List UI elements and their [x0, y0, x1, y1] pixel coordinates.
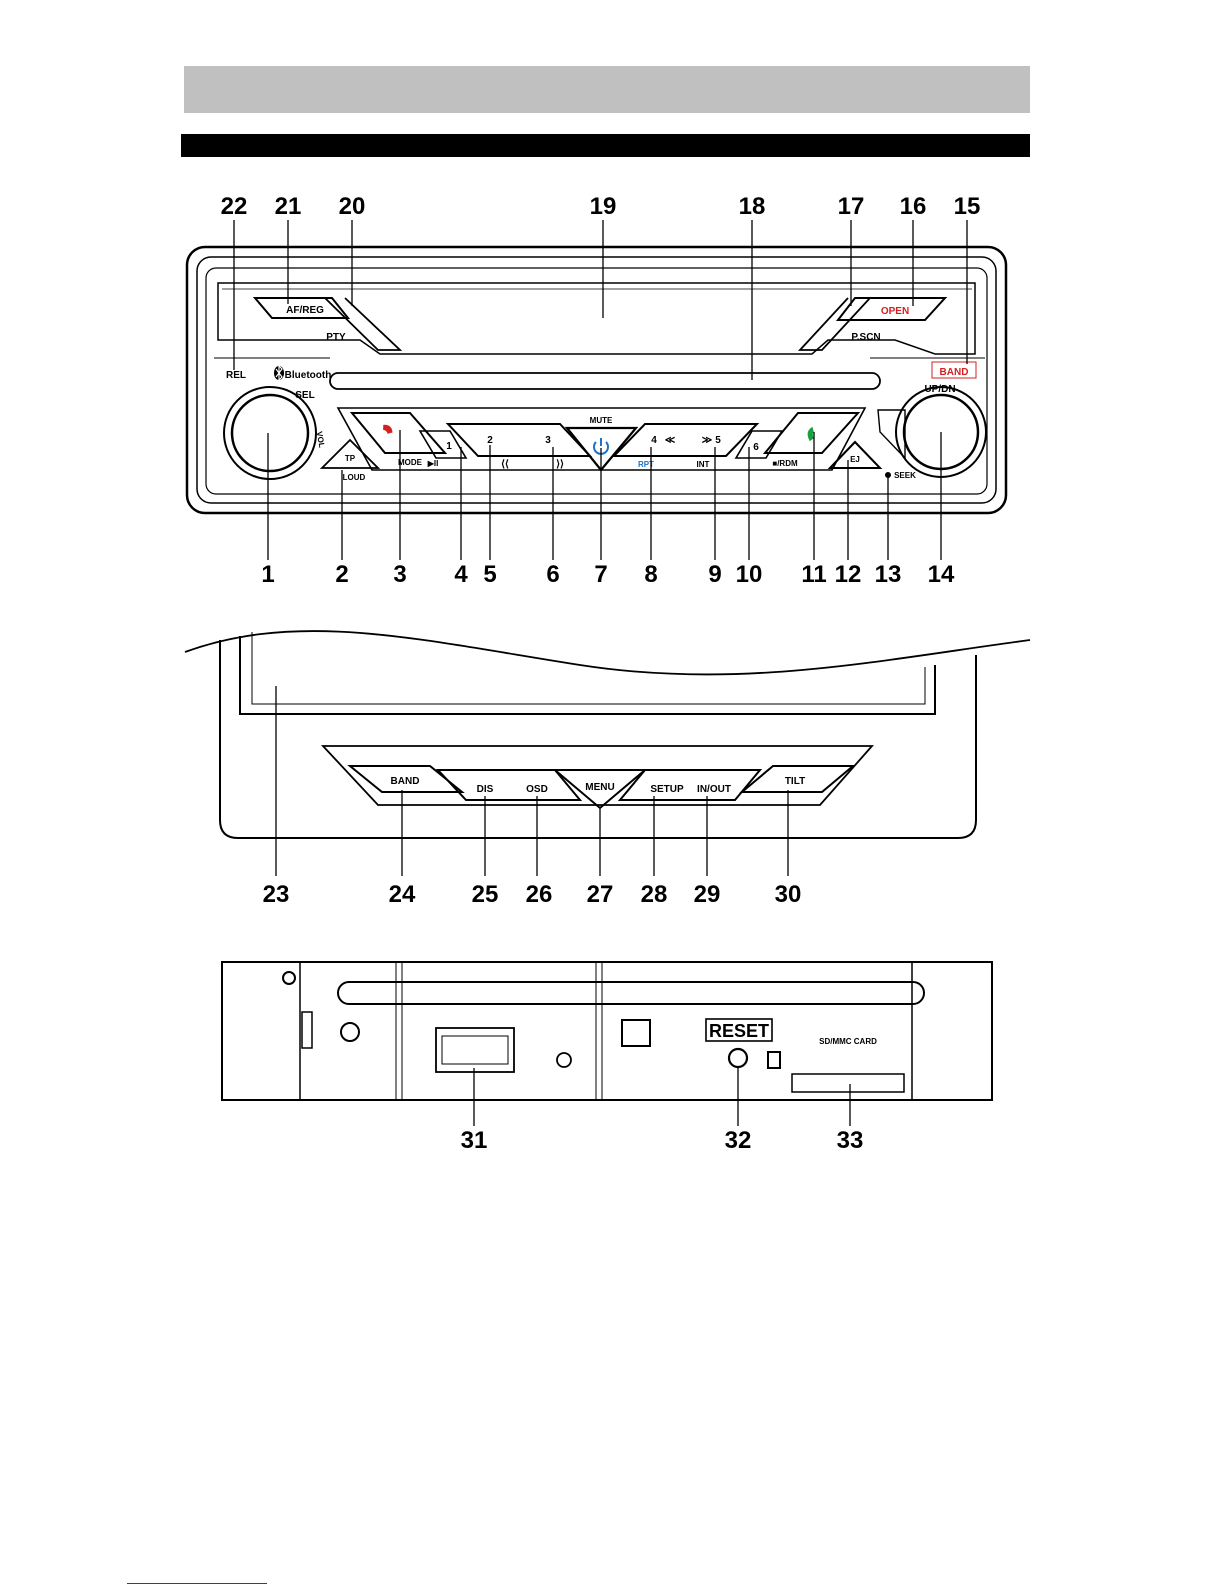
- volume-knob[interactable]: [232, 395, 308, 471]
- prev-label: ⟨⟨: [501, 459, 509, 470]
- preset-1-label: 1: [446, 441, 452, 452]
- af-reg-label: AF/REG: [286, 305, 324, 316]
- preset-6-label: 6: [753, 442, 759, 453]
- phone-call-icon: [808, 428, 813, 440]
- setup-inout-button[interactable]: [620, 770, 760, 800]
- next-label: ⟩⟩: [556, 459, 564, 470]
- sel-label: SEL: [295, 390, 314, 401]
- preset-3-label: 3: [545, 435, 551, 446]
- callout-9: 9: [708, 561, 721, 588]
- callout-28: 28: [641, 881, 668, 908]
- monitor-frame: [220, 640, 976, 838]
- callout-22: 22: [221, 193, 248, 220]
- dis-osd-button[interactable]: [438, 770, 580, 800]
- rear-connector-31: [436, 1028, 514, 1072]
- rear-optical-port: [622, 1020, 650, 1046]
- monitor-panel: BAND DIS OSD MENU SETUP IN/OUT TILT 23 2…: [185, 631, 1030, 908]
- callout-1: 1: [261, 561, 274, 588]
- callout-29: 29: [694, 881, 721, 908]
- rear-panel: RESET SD/MMC CARD 31 32 33: [222, 962, 992, 1154]
- front-faceplate: [206, 268, 987, 494]
- callout-20: 20: [339, 193, 366, 220]
- reset-button[interactable]: [729, 1049, 747, 1067]
- rew-label: ≪: [665, 435, 675, 446]
- play-pause-label: ▶II: [427, 459, 439, 468]
- callout-13: 13: [875, 561, 902, 588]
- monitor-band-label: BAND: [391, 776, 420, 787]
- fwd-label: ≫: [702, 435, 712, 446]
- callout-7: 7: [594, 561, 607, 588]
- dis-label: DIS: [477, 784, 494, 795]
- callout-31: 31: [461, 1127, 488, 1154]
- sd-card-label: SD/MMC CARD: [819, 1037, 877, 1046]
- int-label: INT: [697, 460, 710, 469]
- rear-jack-left: [341, 1023, 359, 1041]
- callout-2: 2: [335, 561, 348, 588]
- callout-14: 14: [928, 561, 955, 588]
- callout-15: 15: [954, 193, 981, 220]
- rear-hole: [557, 1053, 571, 1067]
- in-out-label: IN/OUT: [697, 784, 731, 795]
- ej-label: EJ: [850, 455, 860, 464]
- tilt-label: TILT: [785, 776, 805, 787]
- callout-33: 33: [837, 1127, 864, 1154]
- reset-label: RESET: [709, 1021, 769, 1041]
- seek-label: SEEK: [894, 471, 916, 480]
- preset-4-label: 4: [651, 435, 657, 446]
- front-panel: AF/REG PTY OPEN P.SCN REL Bluetooth BAND…: [187, 193, 1006, 588]
- callout-16: 16: [900, 193, 927, 220]
- callout-24: 24: [389, 881, 416, 908]
- preset-2-label: 2: [487, 435, 493, 446]
- callout-3: 3: [393, 561, 406, 588]
- footer-link-underline[interactable]: [127, 1583, 267, 1584]
- callout-19: 19: [590, 193, 617, 220]
- sd-card-slot[interactable]: [792, 1074, 904, 1092]
- rel-label: REL: [226, 370, 246, 381]
- band-label-front: BAND: [940, 367, 969, 378]
- rear-screw: [283, 972, 295, 984]
- callout-26: 26: [526, 881, 553, 908]
- preset-5-label: 5: [715, 435, 721, 446]
- loud-label: LOUD: [343, 473, 366, 482]
- callout-30: 30: [775, 881, 802, 908]
- rdm-label: ■/RDM: [772, 459, 798, 468]
- callout-6: 6: [546, 561, 559, 588]
- setup-label: SETUP: [650, 784, 684, 795]
- callout-5: 5: [483, 561, 496, 588]
- mode-label: MODE: [398, 458, 423, 467]
- pscn-label: P.SCN: [851, 332, 880, 343]
- callout-17: 17: [838, 193, 865, 220]
- rpt-label: RPT: [638, 460, 654, 469]
- phone-hangup-icon: [381, 423, 395, 436]
- callout-10: 10: [736, 561, 763, 588]
- callout-25: 25: [472, 881, 499, 908]
- callout-4: 4: [454, 561, 468, 588]
- bluetooth-label: Bluetooth: [285, 370, 332, 381]
- callout-18: 18: [739, 193, 766, 220]
- callout-23: 23: [263, 881, 290, 908]
- tp-label: TP: [345, 454, 356, 463]
- open-label: OPEN: [881, 306, 909, 317]
- rear-disc-slot: [338, 982, 924, 1004]
- hangup-button[interactable]: [352, 413, 445, 453]
- disc-slot: [330, 373, 880, 389]
- callout-8: 8: [644, 561, 657, 588]
- callout-32: 32: [725, 1127, 752, 1154]
- mute-label: MUTE: [590, 416, 613, 425]
- callout-21: 21: [275, 193, 302, 220]
- callout-27: 27: [587, 881, 614, 908]
- callout-11: 11: [801, 561, 826, 588]
- monitor-tear-line: [185, 631, 1030, 674]
- pty-label: PTY: [326, 332, 346, 343]
- osd-label: OSD: [526, 784, 548, 795]
- vol-label: VOL: [315, 431, 327, 449]
- callout-12: 12: [835, 561, 862, 588]
- menu-label: MENU: [585, 782, 614, 793]
- monitor-screen: [240, 636, 935, 714]
- bluetooth-icon: [274, 366, 284, 380]
